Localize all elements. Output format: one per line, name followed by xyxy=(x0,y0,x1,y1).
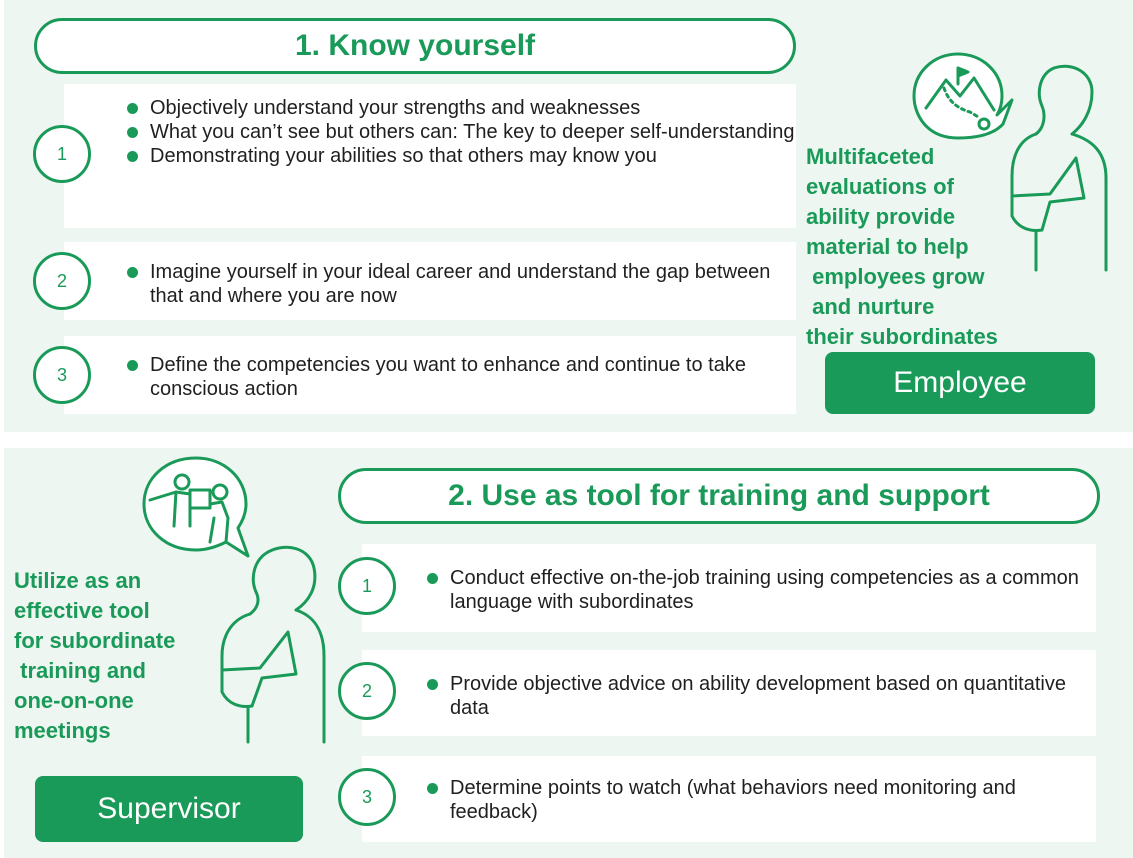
section-1-item-1-list: Objectively understand your strengths an… xyxy=(124,96,804,168)
section-2-item-2-list: Provide objective advice on ability deve… xyxy=(424,672,1096,720)
list-item: Objectively understand your strengths an… xyxy=(124,96,804,120)
section-1-item-1-number: 1 xyxy=(33,125,91,183)
number-label: 1 xyxy=(56,143,67,164)
number-label: 3 xyxy=(56,364,67,385)
section-1-item-1-card xyxy=(64,84,796,228)
list-item: Conduct effective on-the-job training us… xyxy=(424,566,1096,614)
list-item: What you can’t see but others can: The k… xyxy=(124,120,804,144)
employee-badge-label: Employee xyxy=(893,366,1027,399)
person-with-coaching-icon xyxy=(142,456,326,744)
person-with-mountain-goal-icon xyxy=(912,52,1108,272)
section-2-item-1-list: Conduct effective on-the-job training us… xyxy=(424,566,1096,614)
section-1-item-3-number: 3 xyxy=(33,346,91,404)
number-label: 2 xyxy=(56,270,67,291)
section-2-item-1-number: 1 xyxy=(338,557,396,615)
list-item: Determine points to watch (what behavior… xyxy=(424,776,1096,824)
section-2-item-3-list: Determine points to watch (what behavior… xyxy=(424,776,1096,824)
section-1-item-2-number: 2 xyxy=(33,252,91,310)
section-2-item-1-card xyxy=(362,544,1096,632)
section-2-item-3-card xyxy=(362,756,1096,842)
number-label: 2 xyxy=(361,680,372,701)
number-label: 3 xyxy=(361,786,372,807)
supervisor-benefit-text: Utilize as an effective tool for subordi… xyxy=(14,568,176,743)
list-item: Demonstrating your abilities so that oth… xyxy=(124,144,804,168)
section-2-item-2-card xyxy=(362,650,1096,736)
section-2-item-3-number: 3 xyxy=(338,768,396,826)
section-2-item-2-number: 2 xyxy=(338,662,396,720)
section-1-item-2-list: Imagine yourself in your ideal career an… xyxy=(124,260,784,308)
number-label: 1 xyxy=(361,575,372,596)
section-1-title-text: 1. Know yourself xyxy=(294,29,536,62)
list-item: Provide objective advice on ability deve… xyxy=(424,672,1096,720)
list-item: Define the competencies you want to enha… xyxy=(124,353,784,401)
list-item: Imagine yourself in your ideal career an… xyxy=(124,260,784,308)
employee-badge: Employee xyxy=(825,352,1095,414)
section-1-item-2-card xyxy=(64,242,796,320)
supervisor-badge: Supervisor xyxy=(35,776,303,842)
section-1-title: 1. Know yourself xyxy=(34,18,796,74)
supervisor-badge-label: Supervisor xyxy=(97,792,241,825)
section-1-item-3-card xyxy=(64,336,796,414)
section-2-title: 2. Use as tool for training and support xyxy=(338,468,1100,524)
section-1-item-3-list: Define the competencies you want to enha… xyxy=(124,353,784,401)
section-2-title-text: 2. Use as tool for training and support xyxy=(448,479,990,512)
employee-benefit-text: Multifaceted evaluations of ability prov… xyxy=(806,144,998,349)
